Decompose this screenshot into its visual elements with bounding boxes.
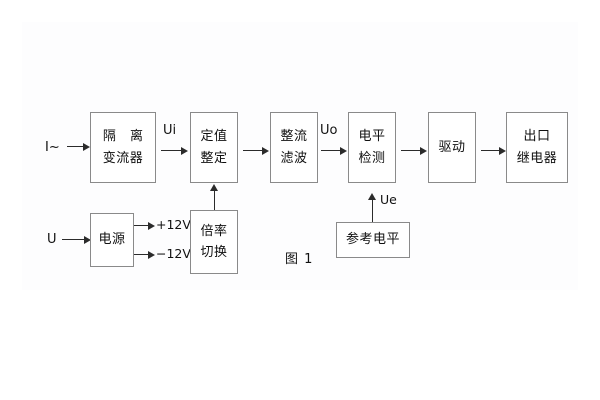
rail-negative-label: −12V	[156, 246, 191, 261]
block-ratio-switch-line-2: 切换	[200, 245, 228, 260]
rail-positive-arrowhead	[148, 222, 155, 230]
connector-reference-to-level	[372, 199, 373, 222]
rail-positive-label: +12V	[156, 217, 191, 232]
block-driver-line-1: 驱动	[438, 139, 466, 155]
block-isolation-ct[interactable]: 隔 离 变流器	[90, 112, 156, 183]
block-level-detect[interactable]: 电平 检测	[348, 112, 396, 183]
connector-setting-to-rectifier-arrowhead	[262, 147, 269, 155]
signal-uo-arrowhead	[340, 147, 347, 155]
signal-ui-line	[161, 150, 181, 151]
input-voltage-line	[62, 239, 84, 240]
figure-caption: 图 1	[285, 252, 314, 267]
block-rectifier-filter[interactable]: 整流 滤波	[270, 112, 318, 183]
block-level-detect-line-1: 电平	[358, 129, 386, 145]
input-voltage-label: U	[47, 232, 57, 247]
input-current-label: I~	[45, 140, 60, 155]
block-setting-line-1: 定值	[200, 129, 228, 145]
signal-ui-label: Ui	[163, 123, 177, 138]
connector-driver-to-relay	[481, 150, 499, 151]
rail-negative-arrowhead	[148, 251, 155, 259]
input-voltage-arrowhead	[84, 236, 91, 244]
block-reference-level[interactable]: 参考电平	[336, 222, 410, 258]
block-setting-line-2: 整定	[200, 150, 228, 166]
connector-level-to-driver-arrowhead	[420, 147, 427, 155]
connector-reference-to-level-arrowhead	[368, 193, 376, 200]
block-ratio-switch[interactable]: 倍率 切换	[190, 210, 238, 274]
block-rectifier-filter-line-2: 滤波	[280, 150, 308, 166]
block-output-relay-line-1: 出口	[523, 129, 551, 145]
block-rectifier-filter-line-1: 整流	[280, 129, 308, 145]
connector-ratio-to-setting	[214, 190, 215, 210]
signal-ui-arrowhead	[181, 147, 188, 155]
connector-level-to-driver	[401, 150, 420, 151]
block-isolation-ct-line-2: 变流器	[102, 150, 144, 166]
block-power-supply-line-1: 电源	[98, 232, 126, 248]
block-level-detect-line-2: 检测	[358, 150, 386, 166]
input-current-line	[67, 146, 83, 147]
rail-positive-line	[134, 225, 148, 226]
signal-uo-label: Uo	[320, 123, 338, 138]
block-reference-level-line-1: 参考电平	[345, 232, 400, 248]
block-ratio-switch-line-1: 倍率	[200, 223, 228, 239]
connector-setting-to-rectifier	[243, 150, 262, 151]
signal-uo-line	[321, 150, 340, 151]
input-current-arrowhead	[83, 143, 90, 151]
block-power-supply[interactable]: 电源	[90, 213, 134, 267]
connector-driver-to-relay-arrowhead	[499, 147, 506, 155]
signal-ue-label: Ue	[380, 192, 397, 207]
block-driver[interactable]: 驱动	[428, 112, 476, 183]
block-isolation-ct-line-1: 隔 离	[102, 129, 149, 145]
connector-ratio-to-setting-arrowhead	[210, 184, 218, 191]
block-setting[interactable]: 定值 整定	[190, 112, 238, 183]
block-output-relay[interactable]: 出口 继电器	[506, 112, 568, 183]
block-output-relay-line-2: 继电器	[516, 150, 558, 166]
rail-negative-line	[134, 254, 148, 255]
